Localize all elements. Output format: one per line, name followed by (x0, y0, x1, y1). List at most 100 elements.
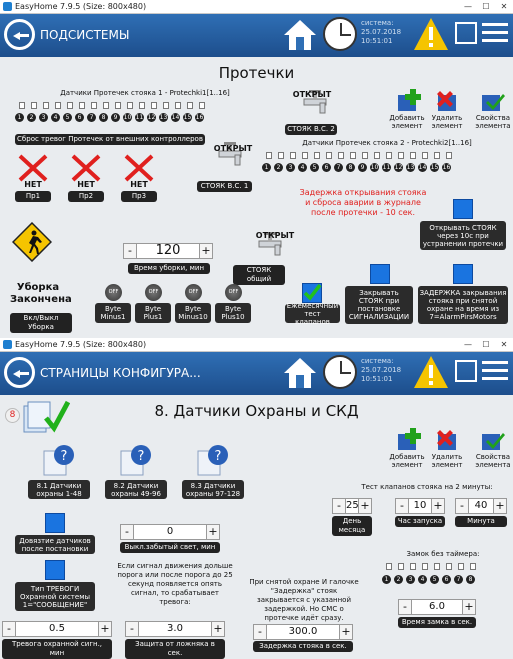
sensor1-checkbox[interactable] (91, 102, 97, 109)
delete-element-icon[interactable] (436, 428, 462, 452)
sensor1-checkbox[interactable] (31, 102, 37, 109)
sensor2-checkbox[interactable] (266, 152, 272, 159)
window-toggle-icon[interactable] (455, 22, 477, 44)
lock-checkbox[interactable] (410, 563, 416, 570)
close-on-alarm-checkbox[interactable] (370, 264, 390, 284)
byte-button[interactable]: Byte Minus10 (175, 303, 211, 323)
valve-test-value[interactable]: 40 (469, 498, 493, 514)
cleaning-minus-button[interactable]: - (123, 243, 137, 259)
element-properties-icon[interactable] (480, 89, 506, 113)
sensor-group-icon[interactable]: ? (40, 443, 76, 477)
valve-test-minus-button[interactable]: - (332, 498, 346, 514)
sensor2-checkbox[interactable] (350, 152, 356, 159)
sensor2-checkbox[interactable] (338, 152, 344, 159)
sensor2-checkbox[interactable] (398, 152, 404, 159)
close-icon[interactable]: ✕ (500, 2, 508, 11)
add-element-icon[interactable] (396, 428, 422, 452)
riser-delay-plus-button[interactable]: + (339, 624, 353, 640)
valve-test-minus-button[interactable]: - (395, 498, 409, 514)
lock-checkbox[interactable] (458, 563, 464, 570)
sensor-group-icon[interactable]: ? (117, 443, 153, 477)
sensor1-checkbox[interactable] (79, 102, 85, 109)
lock-checkbox[interactable] (470, 563, 476, 570)
byte-button[interactable]: Byte Plus1 (135, 303, 171, 323)
sensor1-checkbox[interactable] (103, 102, 109, 109)
cleaning-toggle-button[interactable]: Вкл/Выкл Уборка (10, 313, 72, 333)
cleaning-plus-button[interactable]: + (199, 243, 213, 259)
sensor2-checkbox[interactable] (362, 152, 368, 159)
riser-bc2-label[interactable]: СТОЯК В.С. 2 (285, 124, 337, 135)
sensor1-checkbox[interactable] (163, 102, 169, 109)
reset-alarms-button[interactable]: Сброс тревог Протечек от внешних контрол… (15, 134, 205, 145)
alarm-signal-plus-button[interactable]: + (98, 621, 112, 637)
back-button[interactable] (4, 357, 35, 388)
maximize-icon[interactable]: ☐ (482, 2, 490, 11)
reopen-checkbox[interactable] (453, 199, 473, 219)
minimize-icon[interactable]: — (464, 340, 472, 349)
window-toggle-icon[interactable] (455, 360, 477, 382)
sensor2-checkbox[interactable] (374, 152, 380, 159)
sensor2-checkbox[interactable] (446, 152, 452, 159)
back-button[interactable] (4, 19, 35, 50)
sensor-group-icon[interactable]: ? (194, 443, 230, 477)
byte-button[interactable]: Byte Minus1 (95, 303, 131, 323)
sensor1-checkbox[interactable] (115, 102, 121, 109)
valve-test-value[interactable]: 25 (346, 498, 359, 514)
lock-time-plus-button[interactable]: + (462, 599, 476, 615)
lock-checkbox[interactable] (398, 563, 404, 570)
valve-test-value[interactable]: 10 (409, 498, 431, 514)
false-alarm-plus-button[interactable]: + (211, 621, 225, 637)
sensor2-checkbox[interactable] (290, 152, 296, 159)
riser-delay-minus-button[interactable]: - (253, 624, 267, 640)
sensor1-checkbox[interactable] (43, 102, 49, 109)
sensor2-checkbox[interactable] (422, 152, 428, 159)
sensor1-checkbox[interactable] (67, 102, 73, 109)
byte-button[interactable]: Byte Plus10 (215, 303, 251, 323)
maximize-icon[interactable]: ☐ (482, 340, 490, 349)
home-icon[interactable] (282, 355, 318, 391)
forgotten-minus-button[interactable]: - (120, 524, 134, 540)
minimize-icon[interactable]: — (464, 2, 472, 11)
lock-checkbox[interactable] (422, 563, 428, 570)
close-icon[interactable]: ✕ (500, 340, 508, 349)
delete-element-icon[interactable] (436, 89, 462, 113)
sensor2-checkbox[interactable] (314, 152, 320, 159)
monthly-test-checkbox[interactable] (302, 283, 322, 303)
sensor1-checkbox[interactable] (199, 102, 205, 109)
warning-icon[interactable] (413, 17, 449, 51)
add-element-icon[interactable] (396, 89, 422, 113)
off-icon[interactable]: OFF (145, 284, 162, 301)
riser-common-label[interactable]: СТОЯК общий (233, 265, 285, 285)
sensor2-checkbox[interactable] (386, 152, 392, 159)
sensor-group-button[interactable]: 8.3 Датчики охраны 97-128 (182, 480, 244, 499)
lock-checkbox[interactable] (434, 563, 440, 570)
sensor1-checkbox[interactable] (19, 102, 25, 109)
sensor-group-button[interactable]: 8.1 Датчики охраны 1-48 (28, 480, 90, 499)
leak-name-button[interactable]: Пр2 (68, 191, 104, 202)
sensor1-checkbox[interactable] (55, 102, 61, 109)
lock-checkbox[interactable] (386, 563, 392, 570)
sensor1-checkbox[interactable] (175, 102, 181, 109)
sensor2-checkbox[interactable] (302, 152, 308, 159)
menu-icon[interactable] (482, 361, 508, 381)
forgotten-light-value[interactable]: 0 (134, 524, 206, 540)
sensor2-checkbox[interactable] (278, 152, 284, 159)
lock-checkbox[interactable] (446, 563, 452, 570)
riser-delay-value[interactable]: 300.0 (267, 624, 339, 640)
leak-name-button[interactable]: Пр1 (15, 191, 51, 202)
false-alarm-minus-button[interactable]: - (125, 621, 139, 637)
sensor1-checkbox[interactable] (151, 102, 157, 109)
off-icon[interactable]: OFF (185, 284, 202, 301)
sensor2-checkbox[interactable] (434, 152, 440, 159)
valve-test-plus-button[interactable]: + (431, 498, 445, 514)
sensor1-checkbox[interactable] (187, 102, 193, 109)
sensor1-checkbox[interactable] (127, 102, 133, 109)
leak-name-button[interactable]: Пр3 (121, 191, 157, 202)
off-icon[interactable]: OFF (105, 284, 122, 301)
riser-bc1-label[interactable]: СТОЯК В.С. 1 (197, 181, 252, 192)
alarm-signal-minus-button[interactable]: - (2, 621, 16, 637)
cleaning-time-value[interactable]: 120 (137, 243, 199, 259)
lock-time-value[interactable]: 6.0 (412, 599, 462, 615)
alarm-type-checkbox[interactable] (45, 560, 65, 580)
valve-test-plus-button[interactable]: + (493, 498, 507, 514)
